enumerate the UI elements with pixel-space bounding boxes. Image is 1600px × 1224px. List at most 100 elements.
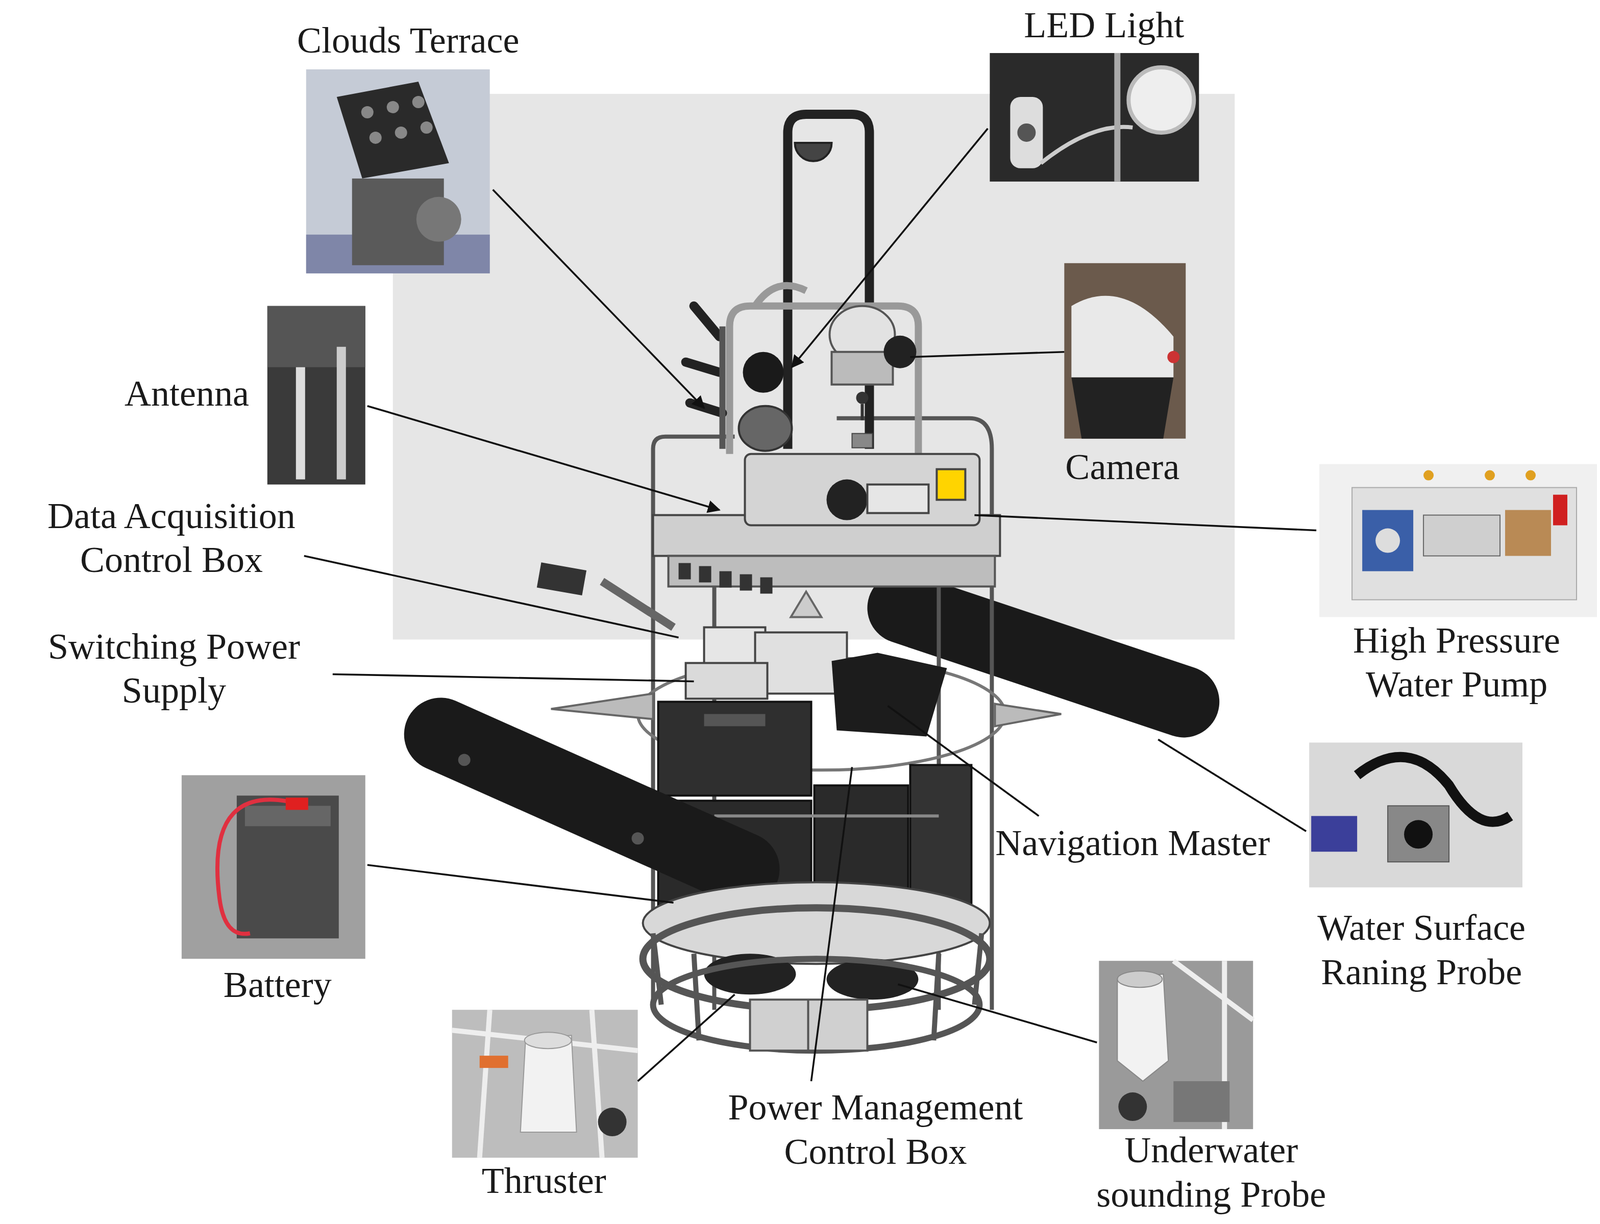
photo-inset [1173,1081,1230,1123]
thruster-cage [974,933,982,1005]
upper-deck [719,571,732,588]
thruster-cage [643,882,991,1051]
photo-inset [1311,816,1358,852]
photo-inset [1319,464,1597,618]
photo-inset [1351,487,1577,601]
photo-inset [452,1030,638,1051]
part-label: Clouds Terrace [297,18,520,63]
photo-inset [1098,961,1253,1130]
part-label: Switching Power Supply [3,624,346,713]
upper-deck [699,566,712,583]
photo-inset [386,101,400,114]
leader-line [887,705,1039,817]
electronics [714,814,940,818]
mast [690,403,723,414]
photo-inset [1173,961,1253,1021]
photo-inset [520,1035,577,1133]
thruster-cage [750,999,868,1051]
photo-inset [420,121,433,134]
photo-inset [1017,123,1036,142]
mast [719,326,726,450]
leader-line [304,128,1317,1082]
mast [883,335,917,369]
photo-inset [452,1010,638,1159]
photo-inset [236,795,339,939]
thruster-cage [933,953,939,1041]
photo-inset [1505,510,1552,557]
photo-inset [989,53,1199,182]
leader-line [974,515,1317,531]
mast [694,306,720,337]
photo-inset [1423,470,1536,481]
photo-inset [285,797,309,810]
photo-inset [416,197,462,242]
thruster-cage [653,933,662,1005]
part-label: High Pressure Water Pump [1316,618,1597,707]
frame [551,418,1062,1011]
photo-inset [524,1032,572,1049]
pontoon [902,608,1184,703]
photo-inset [361,106,374,119]
photo-inset [1064,263,1186,439]
part-label: Water Surface Raning Probe [1278,905,1565,995]
pontoon [440,734,744,870]
photo-inset [1525,470,1536,481]
photo-inset [479,1010,490,1159]
mast [860,404,864,421]
frame [551,693,654,720]
photo-inset [267,306,366,485]
photo-inset [369,131,382,144]
photo-inset [306,69,490,274]
upper-deck [740,574,753,592]
pontoon [631,832,645,845]
photo-inset [306,69,490,274]
thruster-cage [806,999,809,1051]
leader-line [1158,739,1307,832]
frame [994,703,1062,727]
electronics [704,714,766,727]
photo-inset [1553,495,1568,526]
leader-line [897,984,1097,1043]
photo-inset [1064,263,1186,439]
photo-inset [181,775,366,959]
photo-inset [1114,53,1121,182]
leader-line [792,128,989,368]
mast [855,391,869,405]
electronics [831,652,947,737]
photo-inset [412,95,425,109]
upper-deck [602,581,674,628]
photo-inset [1128,67,1194,133]
photo-inset [989,53,1199,182]
electronics [909,765,972,908]
upper-deck [536,454,1001,628]
part-label: Battery [223,963,332,1007]
photo-inset [598,1108,627,1137]
photo-inset [1423,470,1434,481]
photo-inset [1117,974,1169,1082]
photo-inset [1484,470,1495,481]
upper-deck [668,556,996,587]
photo-inset [452,1010,638,1159]
photo-inset [1071,296,1174,378]
photo-inset [1167,351,1180,364]
photo-inset [479,1055,509,1069]
leader-line [637,994,735,1082]
pontoon [440,734,744,870]
part-label: Thruster [481,1159,607,1203]
mast [739,406,793,452]
photo-inset [1173,961,1253,1130]
part-label: Camera [1065,445,1180,489]
upper-deck [867,484,929,514]
upper-deck [745,454,980,526]
photo-inset [336,347,347,480]
mast [755,285,807,307]
mast [831,352,893,385]
photo-inset [1423,515,1500,557]
leader-line [493,189,705,409]
electronics [658,701,812,796]
leader-line [367,406,720,511]
part-label: Data Acquisition Control Box [3,494,340,583]
photo-inset [181,775,366,959]
leader-line [304,556,679,638]
part-label: Underwater sounding Probe [1057,1128,1365,1217]
